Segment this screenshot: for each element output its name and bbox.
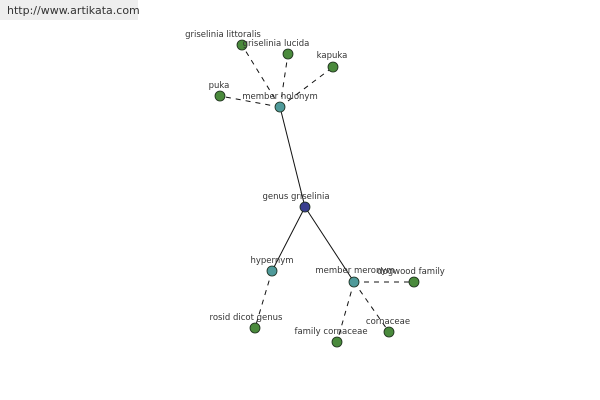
node-hypernym[interactable] bbox=[266, 265, 278, 277]
edges-layer bbox=[219, 44, 414, 343]
node-label-rosid-dicot-genus[interactable]: rosid dicot genus bbox=[210, 313, 283, 323]
node-label-griselinia-littoralis[interactable]: griselinia littoralis bbox=[185, 30, 261, 40]
node-label-kapuka[interactable]: kapuka bbox=[317, 51, 348, 61]
edge-member-holonym-to-griselinia-lucida bbox=[279, 53, 289, 108]
node-member-holonym[interactable] bbox=[274, 101, 286, 113]
node-dogwood-family[interactable] bbox=[408, 276, 420, 288]
node-cornaceae[interactable] bbox=[383, 326, 395, 338]
node-label-member-meronym[interactable]: member meronym bbox=[315, 266, 394, 276]
labels-layer: genus griselinia member holonym hypernym me… bbox=[185, 30, 445, 337]
node-label-member-holonym[interactable]: member holonym bbox=[242, 92, 317, 102]
node-label-cornaceae[interactable]: cornaceae bbox=[366, 317, 410, 327]
edge-genus-griselinia-to-hypernym bbox=[271, 206, 306, 272]
node-label-dogwood-family[interactable]: dogwood family bbox=[377, 267, 445, 277]
edge-member-meronym-to-cornaceae bbox=[353, 281, 390, 333]
edge-member-meronym-to-family-cornaceae bbox=[336, 281, 355, 343]
node-puka[interactable] bbox=[214, 90, 226, 102]
node-family-cornaceae[interactable] bbox=[331, 336, 343, 348]
node-griselinia-littoralis[interactable] bbox=[236, 39, 248, 51]
nodes-layer bbox=[214, 39, 420, 348]
edge-genus-griselinia-to-member-holonym bbox=[279, 106, 306, 208]
node-label-puka[interactable]: puka bbox=[209, 81, 230, 91]
node-genus-griselinia[interactable] bbox=[299, 201, 311, 213]
edge-genus-griselinia-to-member-meronym bbox=[304, 206, 355, 283]
node-rosid-dicot-genus[interactable] bbox=[249, 322, 261, 334]
edge-member-holonym-to-puka bbox=[219, 95, 281, 108]
node-label-genus-griselinia[interactable]: genus griselinia bbox=[262, 192, 329, 202]
node-label-griselinia-lucida[interactable]: griselinia lucida bbox=[243, 39, 310, 49]
node-kapuka[interactable] bbox=[327, 61, 339, 73]
node-label-hypernym[interactable]: hypernym bbox=[250, 256, 293, 266]
node-label-family-cornaceae[interactable]: family cornaceae bbox=[294, 327, 367, 337]
node-member-meronym[interactable] bbox=[348, 276, 360, 288]
edge-member-holonym-to-kapuka bbox=[279, 66, 334, 108]
source-url-banner[interactable]: http://www.artikata.com bbox=[0, 0, 140, 20]
node-griselinia-lucida[interactable] bbox=[282, 48, 294, 60]
edge-member-holonym-to-griselinia-littoralis bbox=[241, 44, 281, 108]
